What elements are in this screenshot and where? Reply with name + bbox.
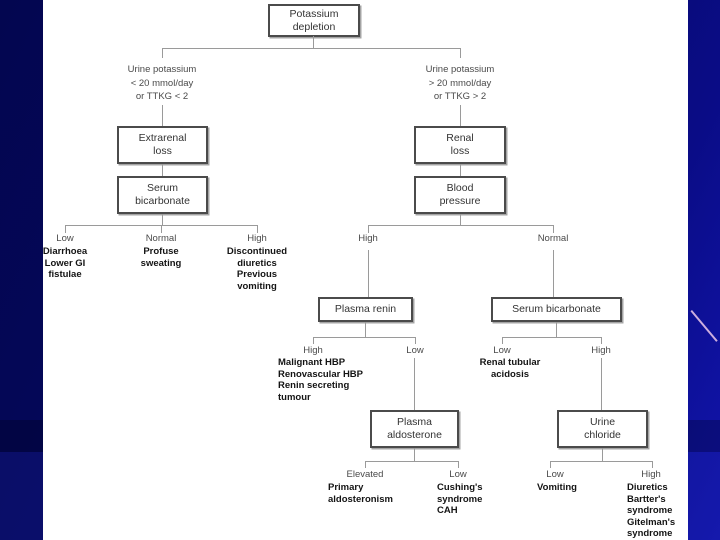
connector-line	[460, 48, 461, 58]
connector-line	[458, 461, 459, 468]
connector-line	[553, 250, 554, 297]
connector-line	[162, 214, 163, 225]
connector-line	[553, 225, 554, 233]
diagnosis-diuretics-bartters-gitelmans: Diuretics Bartter's syndrome Gitelman's …	[627, 482, 676, 539]
connector-line	[162, 48, 461, 49]
label-renin-high: High	[303, 345, 323, 356]
connector-line	[313, 337, 314, 344]
label-chloride-high: High	[641, 469, 661, 480]
label-bicarb-low: Low	[493, 345, 511, 356]
connector-line	[368, 250, 369, 297]
diagnosis-primary-aldosteronism: Primary aldosteronism	[328, 482, 393, 505]
label-aldosterone-low: Low	[449, 469, 467, 480]
condition-urine-potassium-low: Urine potassium < 20 mmol/day or TTKG < …	[127, 64, 197, 102]
connector-line	[313, 337, 415, 338]
label-chloride-low: Low	[546, 469, 564, 480]
connector-line	[368, 225, 553, 226]
connector-line	[502, 337, 601, 338]
diagnosis-vomiting: Vomiting	[537, 482, 577, 493]
connector-line	[502, 337, 503, 344]
label-bp-normal: Normal	[537, 233, 569, 244]
connector-line	[460, 214, 461, 225]
diagnosis-profuse-sweating: Profuse sweating	[140, 246, 182, 269]
flowchart-panel: Potassium depletion Extrarenal loss Seru…	[43, 0, 688, 540]
connector-line	[65, 225, 66, 233]
diagnosis-renal-tubular-acidosis: Renal tubular acidosis	[479, 357, 541, 380]
connector-line	[365, 461, 458, 462]
diagnosis-diarrhoea: Diarrhoea Lower GI fistulae	[43, 246, 88, 280]
node-plasma-aldosterone: Plasma aldosterone	[370, 410, 459, 448]
node-serum-bicarbonate-right: Serum bicarbonate	[491, 297, 622, 322]
connector-line	[162, 48, 163, 58]
connector-line	[257, 225, 258, 233]
connector-line	[162, 105, 163, 126]
accent-diagonal-line	[690, 310, 718, 342]
connector-line	[556, 322, 557, 337]
connector-line	[652, 461, 653, 468]
label-high: High	[247, 233, 267, 244]
connector-line	[414, 448, 415, 461]
connector-line	[601, 337, 602, 344]
connector-line	[460, 164, 461, 176]
connector-line	[415, 337, 416, 344]
label-bicarb-high: High	[591, 345, 611, 356]
node-plasma-renin: Plasma renin	[318, 297, 413, 322]
connector-line	[460, 105, 461, 126]
label-bp-high: High	[358, 233, 378, 244]
node-extrarenal-loss: Extrarenal loss	[117, 126, 208, 164]
connector-line	[365, 322, 366, 337]
connector-line	[414, 358, 415, 410]
connector-line	[550, 461, 551, 468]
diagnosis-discontinued-diuretics: Discontinued diuretics Previous vomiting	[226, 246, 288, 292]
label-aldosterone-elevated: Elevated	[346, 469, 384, 480]
diagnosis-cushings-syndrome: Cushing's syndrome CAH	[437, 482, 483, 516]
node-potassium-depletion: Potassium depletion	[268, 4, 360, 37]
connector-line	[365, 461, 366, 468]
connector-line	[313, 36, 314, 48]
connector-line	[368, 225, 369, 233]
connector-line	[161, 225, 162, 233]
label-renin-low: Low	[406, 345, 424, 356]
label-low: Low	[56, 233, 74, 244]
label-normal: Normal	[145, 233, 177, 244]
node-blood-pressure: Blood pressure	[414, 176, 506, 214]
node-serum-bicarbonate-left: Serum bicarbonate	[117, 176, 208, 214]
diagnosis-malignant-hbp: Malignant HBP Renovascular HBP Renin sec…	[278, 357, 364, 403]
node-renal-loss: Renal loss	[414, 126, 506, 164]
node-urine-chloride: Urine chloride	[557, 410, 648, 448]
connector-line	[550, 461, 652, 462]
connector-line	[601, 358, 602, 410]
condition-urine-potassium-high: Urine potassium > 20 mmol/day or TTKG > …	[425, 64, 495, 102]
connector-line	[162, 164, 163, 176]
connector-line	[602, 448, 603, 461]
